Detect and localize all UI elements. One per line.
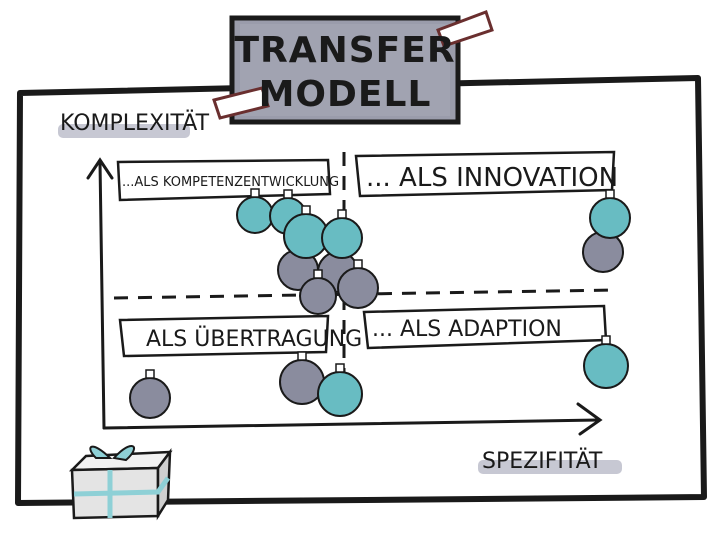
y-axis-label: KOMPLEXITÄT xyxy=(60,110,210,136)
christmas-ornament-icon xyxy=(129,369,171,419)
x-axis xyxy=(102,418,600,430)
christmas-ornament-icon xyxy=(317,363,363,417)
tape-top-right xyxy=(436,10,494,48)
x-axis-label-group: SPEZIFITÄT xyxy=(478,448,622,474)
y-axis-arrowhead xyxy=(86,157,114,180)
y-axis-label-group: KOMPLEXITÄT xyxy=(58,110,210,138)
y-axis xyxy=(98,160,106,430)
banner-top-right-label: ... ALS INNOVATION xyxy=(366,163,618,193)
banner-bottom-left: ALS ÜBERTRAGUNG xyxy=(118,314,362,358)
x-axis-arrowhead xyxy=(576,402,603,436)
banner-bottom-left-label: ALS ÜBERTRAGUNG xyxy=(146,326,362,352)
ornaments xyxy=(129,188,631,419)
banner-bottom-right-label: ... ALS ADAPTION xyxy=(372,317,562,342)
title-line-1: TRANSFER xyxy=(234,30,455,71)
title-line-2: MODELL xyxy=(259,74,432,115)
banner-top-left-label: ...ALS KOMPETENZENTWICKLUNG xyxy=(122,175,339,190)
x-axis-label: SPEZIFITÄT xyxy=(482,448,603,474)
christmas-ornament-icon xyxy=(299,269,337,315)
banner-bottom-right: ... ALS ADAPTION xyxy=(362,304,608,350)
christmas-ornament-icon xyxy=(583,335,629,389)
tape-bottom-left xyxy=(212,86,270,120)
title-plaque: TRANSFER MODELL xyxy=(212,10,494,125)
gift-box-icon xyxy=(68,445,173,521)
banner-top-right: ... ALS INNOVATION xyxy=(354,150,618,198)
christmas-ornament-icon xyxy=(337,259,379,309)
christmas-ornament-icon xyxy=(589,189,631,239)
axes xyxy=(86,157,603,436)
christmas-ornament-icon xyxy=(321,209,363,259)
banner-top-left: ...ALS KOMPETENZENTWICKLUNG xyxy=(116,158,339,202)
